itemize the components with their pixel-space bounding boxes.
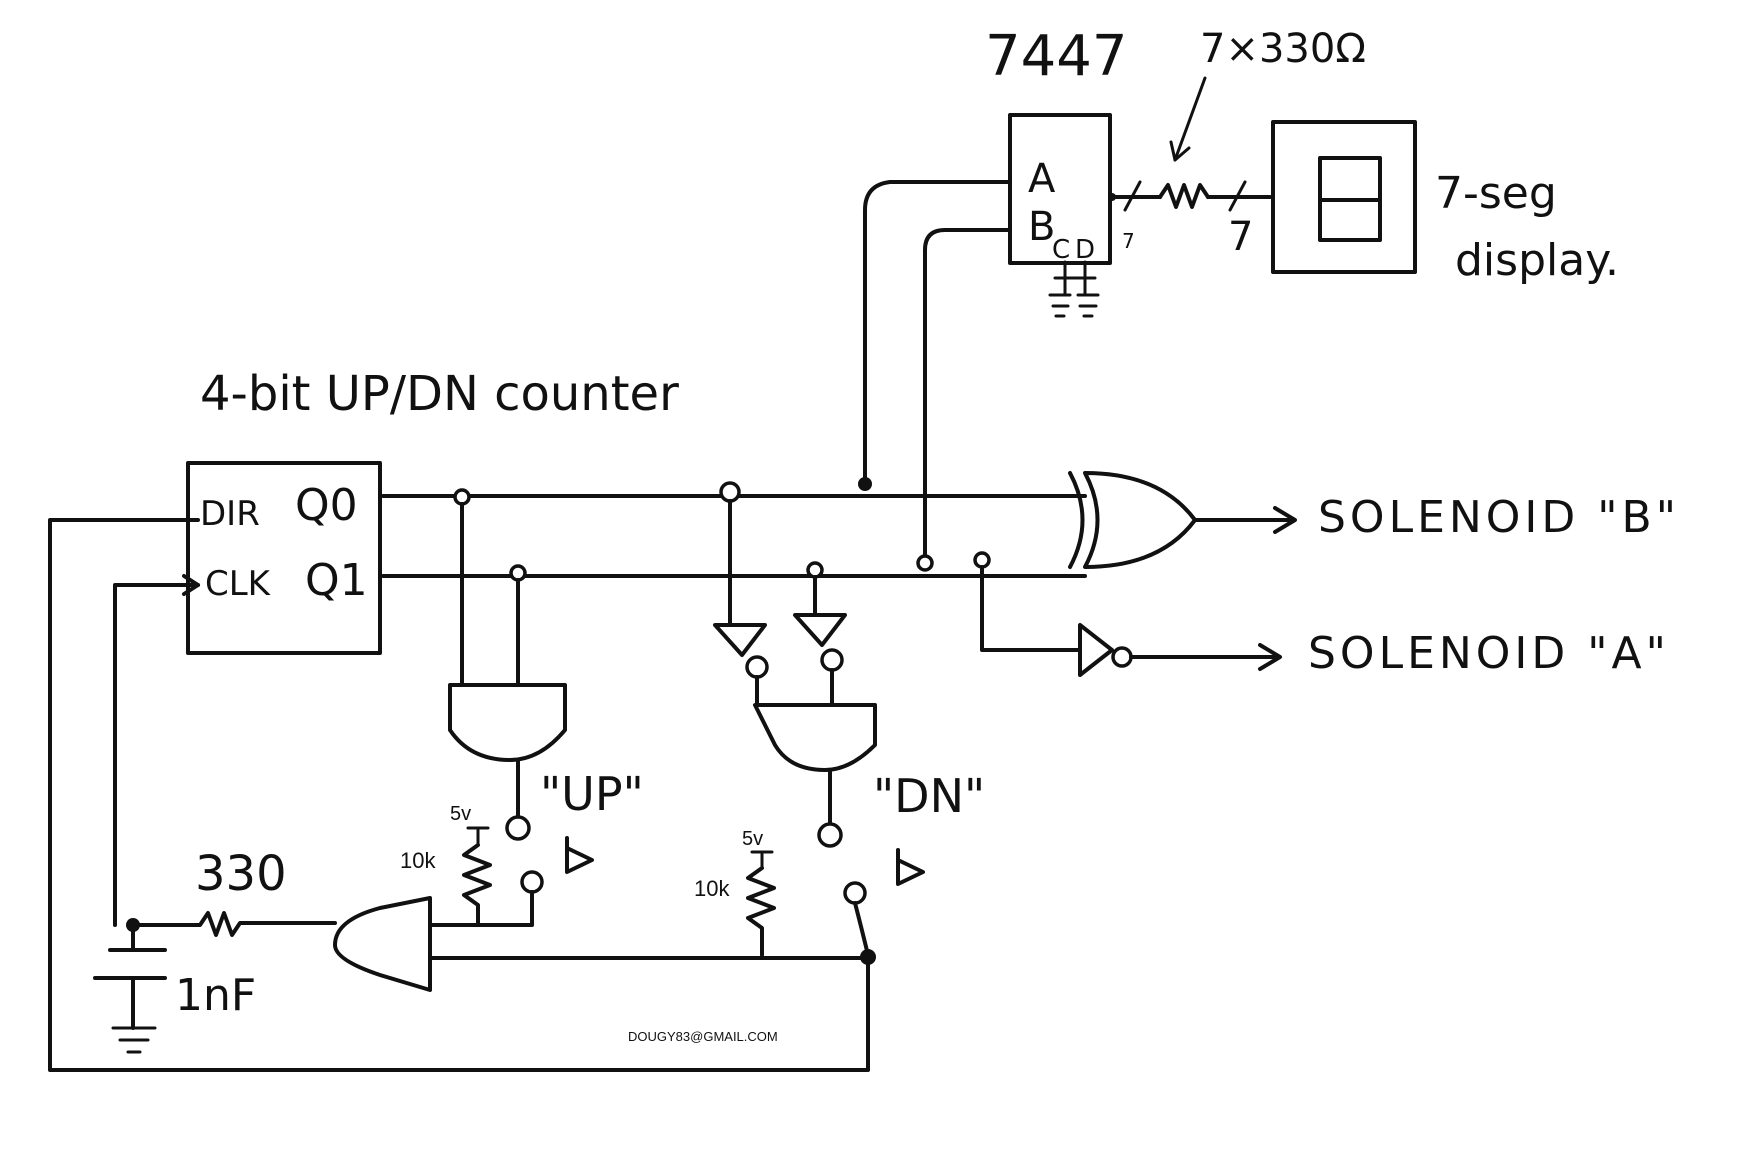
up-and-gate [448,488,567,841]
resistor-array-label: 7×330Ω [1200,26,1366,72]
up-pullup [428,826,492,927]
up-resistor-label: 10k [400,848,436,873]
up-button-label: "UP" [540,767,644,821]
bus-width-right: 7 [1228,214,1253,260]
xor-gate [1068,471,1297,569]
rc-resistor-label: 330 [195,846,287,902]
decoder-chip: A B C D 7 [1008,113,1135,318]
pin-d-label: D [1075,235,1095,265]
dn-button-label: "DN" [873,769,985,823]
pin-dir-label: DIR [200,494,260,534]
dn-supply-label: 5v [742,828,763,850]
input-and-gate [48,518,870,1072]
rc-network [93,574,337,1054]
display-label-line2: display. [1455,235,1619,286]
solenoid-a-label: SOLENOID "A" [1308,628,1670,679]
dn-pullup [746,850,776,957]
up-button [468,836,594,927]
credit-text: DOUGY83@GMAIL.COM [628,1029,778,1044]
dn-and-gate [713,481,877,848]
pin-a-label: A [1028,156,1056,202]
seven-segment-display [1271,120,1417,274]
pin-c-label: C [1052,235,1070,265]
solenoid-a-inverter [973,551,1282,677]
chip-7447-label: 7447 [985,24,1128,89]
up-supply-label: 5v [450,803,471,825]
resistor-array: 7 [1108,76,1272,260]
pin-clk-label: CLK [205,564,272,604]
dn-resistor-label: 10k [694,876,730,901]
counter-chip: DIR Q0 CLK Q1 [186,461,382,655]
rc-capacitor-label: 1nF [175,970,256,1021]
display-label-line1: 7-seg [1435,168,1557,219]
bus-width-left: 7 [1122,229,1135,253]
solenoid-b-label: SOLENOID "B" [1318,492,1680,543]
pin-q1-label: Q1 [305,555,368,606]
counter-title: 4-bit UP/DN counter [200,366,679,422]
dn-button [843,848,925,965]
pin-b-label: B [1028,204,1055,250]
pin-q0-label: Q0 [295,480,358,531]
